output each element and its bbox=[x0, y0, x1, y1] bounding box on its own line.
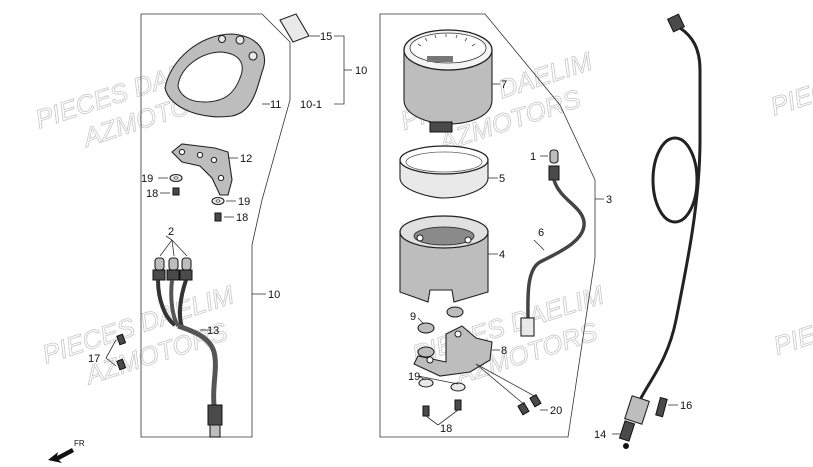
callout-13: 13 bbox=[207, 325, 219, 337]
part-5-meter-gasket bbox=[399, 145, 498, 199]
center-lower-fasteners bbox=[417, 375, 466, 426]
callout-20: 20 bbox=[550, 405, 562, 417]
callout-18-left-mid: 18 bbox=[236, 212, 248, 224]
callout-12: 12 bbox=[240, 153, 252, 165]
callout-5: 5 bbox=[499, 173, 505, 185]
front-direction-indicator: FR bbox=[48, 439, 85, 463]
part-9-grommets bbox=[417, 306, 464, 358]
callout-8: 8 bbox=[501, 345, 507, 357]
callout-16: 16 bbox=[680, 400, 692, 412]
callout-10-bottom: 10 bbox=[268, 289, 280, 301]
callout-17: 17 bbox=[88, 353, 100, 365]
callout-19-center: 19 bbox=[408, 371, 420, 383]
callout-6: 6 bbox=[538, 227, 544, 239]
part-1-bulb bbox=[540, 149, 559, 164]
part-8-meter-stay bbox=[413, 325, 500, 377]
callout-18-left-top: 18 bbox=[146, 188, 158, 200]
callout-9: 9 bbox=[410, 311, 416, 323]
callout-14: 14 bbox=[594, 429, 606, 441]
callout-10-1: 10-1 bbox=[300, 99, 322, 111]
callout-18-center: 18 bbox=[440, 423, 452, 435]
callout-15: 15 bbox=[320, 31, 332, 43]
front-direction-label: FR bbox=[74, 439, 85, 448]
left-assembly-outline bbox=[140, 13, 291, 438]
callout-4: 4 bbox=[499, 249, 505, 261]
part-20-screws bbox=[475, 363, 548, 416]
part-13-wire-harness bbox=[152, 269, 223, 438]
part-12-meter-bracket bbox=[171, 143, 238, 196]
callout-1: 1 bbox=[530, 151, 536, 163]
part-2-bulbs bbox=[154, 239, 192, 271]
callout-10-top: 10 bbox=[355, 65, 367, 77]
part-17-screws bbox=[105, 333, 127, 371]
callout-11: 11 bbox=[270, 99, 281, 111]
callout-19-left-mid: 19 bbox=[238, 196, 250, 208]
watermark-line1-cut: PIECES DAELIM bbox=[770, 271, 813, 361]
callout-2: 2 bbox=[168, 226, 174, 238]
callout-19-left-top: 19 bbox=[141, 173, 153, 185]
part-11-meter-cover bbox=[164, 33, 270, 118]
group-leaders bbox=[165, 35, 604, 295]
part-6-bulb-socket-cable bbox=[520, 165, 586, 337]
callout-7: 7 bbox=[501, 79, 507, 91]
callout-labels: 15 10 10-1 11 12 19 18 19 18 2 10 13 17 … bbox=[88, 31, 692, 441]
part-7-speedometer bbox=[403, 29, 500, 133]
left-upper-fasteners bbox=[158, 173, 236, 222]
part-16-bolt bbox=[655, 396, 678, 418]
center-assembly-outline bbox=[379, 13, 596, 438]
watermark-line1-cut: PIECES DAELIM bbox=[767, 31, 813, 121]
part-4-meter-case bbox=[399, 215, 498, 303]
part-14-speedometer-cable bbox=[612, 13, 702, 449]
part-15-label-sticker bbox=[279, 13, 320, 43]
callout-3: 3 bbox=[606, 194, 612, 206]
